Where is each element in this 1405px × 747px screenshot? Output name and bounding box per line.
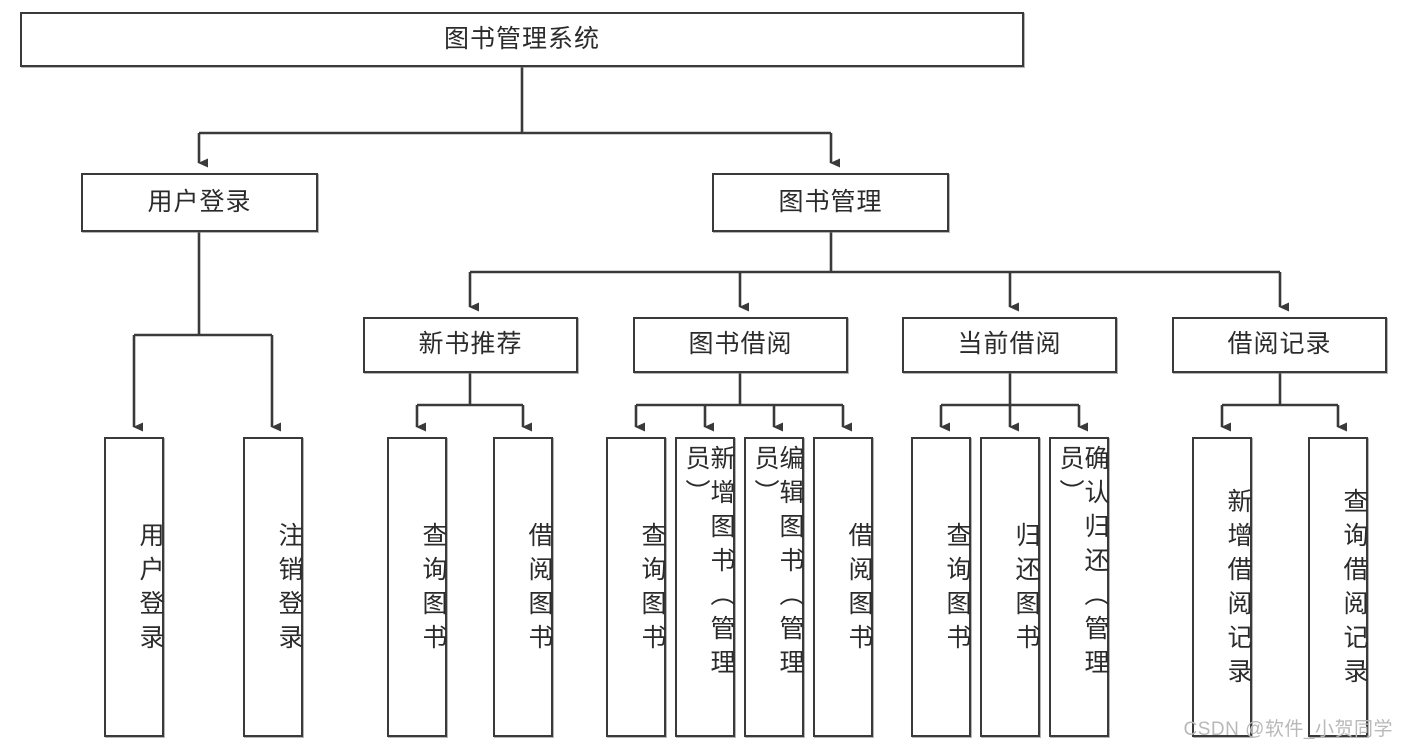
leaf-label: 查询图书 [638,522,666,658]
leaf-query-book-3[interactable]: 查询图书 [911,437,971,737]
leaf-label: 查询图书 [419,522,447,658]
leaf-label: 新增图书（管理员） [682,445,735,683]
node-borrow-record[interactable]: 借阅记录 [1172,317,1387,373]
node-current-borrow[interactable]: 当前借阅 [902,317,1117,373]
leaf-label: 查询借阅记录 [1340,488,1368,692]
leaf-label: 确认归还（管理员） [1056,445,1109,683]
node-new-book-recommend[interactable]: 新书推荐 [363,317,578,373]
node-book-manage[interactable]: 图书管理 [712,173,949,232]
leaf-confirm-return-admin[interactable]: 确认归还（管理员） [1049,437,1109,737]
csdn-watermark: CSDN @软件_小贺同学 [1183,719,1393,740]
leaf-return-book[interactable]: 归还图书 [980,437,1040,737]
leaf-logout-login[interactable]: 注销登录 [243,437,303,737]
leaf-label: 查询图书 [943,522,971,658]
leaf-borrow-book-1[interactable]: 借阅图书 [493,437,553,737]
leaf-label: 注销登录 [275,522,303,658]
node-book-borrow[interactable]: 图书借阅 [633,317,848,373]
leaf-label: 用户登录 [136,522,164,658]
leaf-borrow-book-2[interactable]: 借阅图书 [813,437,873,737]
leaf-edit-book-admin[interactable]: 编辑图书（管理员） [744,437,804,737]
node-user-login[interactable]: 用户登录 [81,173,318,232]
leaf-label: 借阅图书 [525,522,553,658]
leaf-query-borrow-record[interactable]: 查询借阅记录 [1308,437,1368,737]
leaf-label: 新增借阅记录 [1224,488,1252,692]
leaf-label: 归还图书 [1012,522,1040,658]
leaf-label: 编辑图书（管理员） [751,445,804,683]
leaf-add-borrow-record[interactable]: 新增借阅记录 [1192,437,1252,737]
leaf-user-login[interactable]: 用户登录 [104,437,164,737]
leaf-add-book-admin[interactable]: 新增图书（管理员） [675,437,735,737]
leaf-query-book-2[interactable]: 查询图书 [606,437,666,737]
leaf-label: 借阅图书 [845,522,873,658]
node-root-system[interactable]: 图书管理系统 [20,12,1024,67]
leaf-query-book-1[interactable]: 查询图书 [387,437,447,737]
